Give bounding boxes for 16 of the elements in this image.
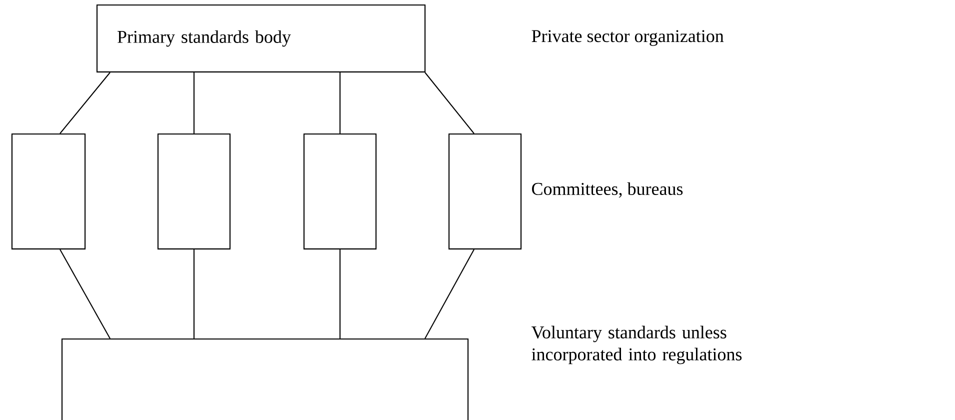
empty-box (11, 134, 86, 250)
connector-line (193, 72, 195, 134)
connector-line (424, 249, 474, 339)
connector-line (424, 72, 474, 134)
empty-box (303, 134, 377, 250)
connector-line (339, 250, 341, 338)
empty-box (157, 134, 231, 250)
connector-line (60, 249, 110, 339)
connector-line (193, 250, 195, 338)
empty-box (61, 338, 469, 420)
connector-line (339, 72, 341, 134)
connector-line (60, 72, 110, 134)
side-label: Private sector organization (532, 30, 724, 46)
standards-body-box: Primary standards body (96, 4, 426, 72)
side-label: Voluntary standards unless incorporated into regulations (531, 326, 742, 364)
empty-box (448, 134, 522, 250)
